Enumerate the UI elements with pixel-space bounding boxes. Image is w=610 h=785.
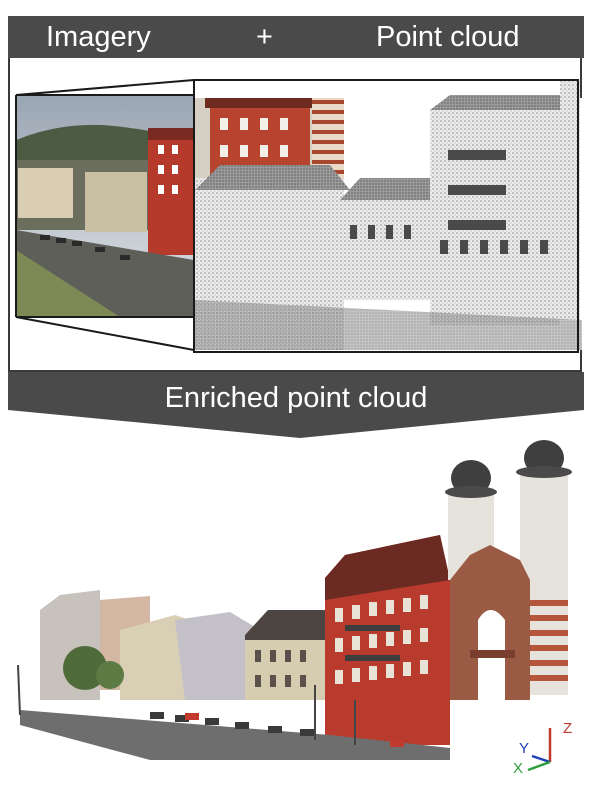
plus-sign: +: [256, 21, 273, 53]
axis-x-label: X: [513, 760, 524, 777]
point-cloud-label: Point cloud: [376, 21, 520, 53]
imagery-photo: [16, 95, 194, 317]
header-bar: Imagery + Point cloud: [8, 16, 584, 58]
axis-z-label: Z: [563, 720, 573, 737]
enriched-point-cloud-label: Enriched point cloud: [164, 382, 428, 414]
axes-indicator: [527, 728, 552, 772]
down-arrow-banner: [8, 372, 584, 438]
projection-frame: [15, 79, 579, 353]
axis-y-label: Y: [519, 740, 530, 757]
point-cloud-render: [194, 80, 582, 350]
enriched-point-cloud: [17, 440, 572, 760]
imagery-label: Imagery: [46, 21, 151, 53]
